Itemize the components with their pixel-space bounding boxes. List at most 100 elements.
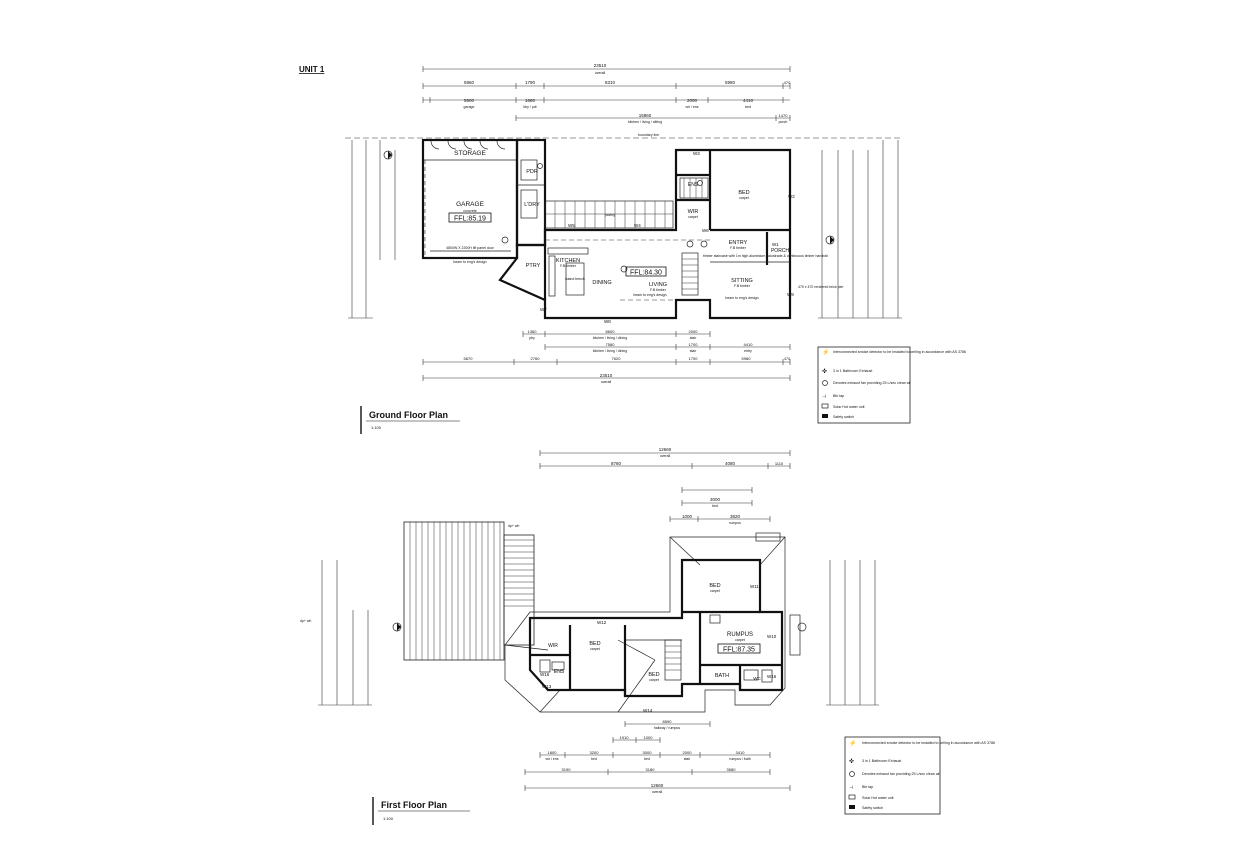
- room-sitting: SITTING: [731, 278, 753, 284]
- room-bath: BATH: [715, 673, 729, 679]
- svg-text:bed: bed: [591, 757, 597, 761]
- svg-text:wir / ens: wir / ens: [685, 105, 698, 109]
- svg-text:3000: 3000: [710, 497, 721, 502]
- svg-text:stair: stair: [690, 349, 697, 353]
- svg-text:rumpus: rumpus: [729, 521, 741, 525]
- svg-text:beam to eng's design: beam to eng's design: [725, 296, 758, 300]
- svg-text:3410: 3410: [736, 750, 746, 755]
- paving-hatch: [545, 201, 673, 228]
- svg-text:8760: 8760: [611, 461, 622, 466]
- svg-text:island bench: island bench: [565, 277, 585, 281]
- svg-text:carpet: carpet: [649, 678, 659, 682]
- svg-text:porch: porch: [779, 120, 788, 124]
- svg-text:W2: W2: [788, 194, 795, 199]
- svg-text:470: 470: [784, 80, 791, 85]
- svg-text:ptry: ptry: [529, 336, 535, 340]
- room-bed-first-3: BED: [648, 672, 659, 678]
- first-floor-walls: [528, 532, 801, 698]
- svg-text:bed: bed: [745, 105, 751, 109]
- svg-text:Safety switch: Safety switch: [862, 806, 883, 810]
- svg-text:1000: 1000: [644, 735, 654, 740]
- svg-text:2000: 2000: [687, 98, 698, 103]
- ffl-garage: FFL:85.19: [454, 216, 486, 223]
- legend-first: ⚡ Interconnected smoke detector to be in…: [844, 736, 995, 815]
- svg-text:concrete: concrete: [463, 209, 476, 213]
- svg-text:beam to eng's design: beam to eng's design: [633, 293, 666, 297]
- room-ens-first: ENS: [554, 669, 565, 675]
- svg-text:Interconnected smoke detector: Interconnected smoke detector to be inst…: [833, 350, 966, 354]
- ground-top-dimensions: 23510 overall 5960 1790 8310 5980 470 55…: [422, 63, 791, 124]
- svg-text:kitchen / living / dining: kitchen / living / dining: [593, 336, 627, 340]
- svg-text:dp+ wh: dp+ wh: [300, 619, 311, 623]
- svg-text:W11: W11: [750, 584, 759, 589]
- svg-text:1790: 1790: [525, 80, 536, 85]
- svg-text:W16: W16: [540, 672, 550, 677]
- svg-text:1700: 1700: [689, 356, 699, 361]
- svg-text:W15: W15: [767, 674, 777, 679]
- ground-room-labels: STORAGE GARAGE concrete FFL:85.19 4800W …: [446, 150, 844, 300]
- svg-text:2000: 2000: [689, 329, 699, 334]
- ground-bottom-dimensions: 1360 ptry 8600 kitchen / living / dining…: [422, 329, 791, 384]
- room-bed: BED: [738, 190, 749, 196]
- svg-text:5980: 5980: [742, 356, 752, 361]
- svg-text:1:100: 1:100: [371, 425, 382, 430]
- svg-text:beam to eng's design: beam to eng's design: [453, 260, 486, 264]
- svg-text:7580: 7580: [606, 342, 616, 347]
- svg-text:paving: paving: [605, 213, 615, 217]
- svg-text:4800W X 2200H lift panel door: 4800W X 2200H lift panel door: [446, 246, 495, 250]
- svg-text:4410: 4410: [744, 342, 754, 347]
- svg-text:bed: bed: [644, 757, 650, 761]
- solar-hot-water-icon: [821, 403, 829, 409]
- svg-text:Interconnected smoke detector: Interconnected smoke detector to be inst…: [862, 741, 995, 745]
- svg-text:W8: W8: [604, 319, 611, 324]
- svg-text:dp+ wh: dp+ wh: [508, 524, 519, 528]
- svg-text:1360: 1360: [528, 329, 538, 334]
- ffl-first: FFL:87.35: [723, 647, 755, 654]
- svg-text:8600: 8600: [606, 329, 616, 334]
- svg-text:Bib tap: Bib tap: [833, 394, 844, 398]
- svg-text:1910: 1910: [620, 735, 630, 740]
- svg-text:carpet: carpet: [710, 589, 720, 593]
- room-wir-first: WIR: [548, 643, 558, 649]
- svg-text:12660: 12660: [659, 447, 672, 452]
- room-kitchen: KITCHEN: [556, 258, 580, 264]
- room-ptry: PTRY: [526, 263, 541, 269]
- room-wir: WIR: [688, 209, 699, 215]
- svg-text:F.B timber: F.B timber: [650, 288, 667, 292]
- unit-label: UNIT 1: [299, 65, 325, 74]
- svg-text:W14: W14: [643, 708, 653, 713]
- svg-text:overall: overall: [601, 380, 612, 384]
- svg-text:kitchen / living / dining: kitchen / living / dining: [593, 349, 627, 353]
- first-bottom-dimensions: 8590 hallway / rumpus 1910 1000 1800 wir…: [524, 719, 791, 794]
- svg-text:W10: W10: [767, 634, 777, 639]
- safety-switch-icon: [822, 414, 828, 418]
- room-wc: WC: [753, 676, 761, 681]
- smoke-detector-icon: ⚡: [822, 348, 829, 356]
- bib-tap-icon: ⊣: [822, 394, 826, 400]
- legend-ground: ⚡ Interconnected smoke detector to be in…: [817, 346, 966, 424]
- svg-text:4410: 4410: [743, 98, 754, 103]
- svg-text:W4: W4: [634, 223, 641, 228]
- svg-text:1700: 1700: [689, 342, 699, 347]
- svg-text:15960: 15960: [639, 113, 652, 118]
- svg-text:overall: overall: [652, 790, 663, 794]
- room-storage: STORAGE: [454, 150, 486, 157]
- svg-text:W9: W9: [787, 292, 794, 297]
- svg-text:garage: garage: [464, 105, 475, 109]
- first-floor-roof: [403, 521, 786, 713]
- ground-window-labels: W1 W2 W3 W4 W5 W6 W7 W8 W9: [540, 151, 795, 324]
- svg-text:1:100: 1:100: [383, 816, 394, 821]
- svg-text:rumpus / bath: rumpus / bath: [729, 757, 750, 761]
- svg-text:W6: W6: [702, 228, 709, 233]
- svg-text:entry: entry: [744, 349, 752, 353]
- svg-text:5980: 5980: [725, 80, 736, 85]
- svg-text:W12: W12: [597, 620, 607, 625]
- ground-floor-walls: [421, 138, 792, 320]
- exhaust-3in1-icon: ✜: [822, 368, 827, 375]
- svg-text:overall: overall: [595, 71, 606, 75]
- svg-text:3180: 3180: [646, 767, 656, 772]
- ground-overall-top: 23510: [594, 63, 607, 68]
- svg-text:1000: 1000: [682, 514, 693, 519]
- first-floor-title-block: First Floor Plan 1:100: [372, 797, 470, 825]
- svg-text:stair: stair: [690, 336, 697, 340]
